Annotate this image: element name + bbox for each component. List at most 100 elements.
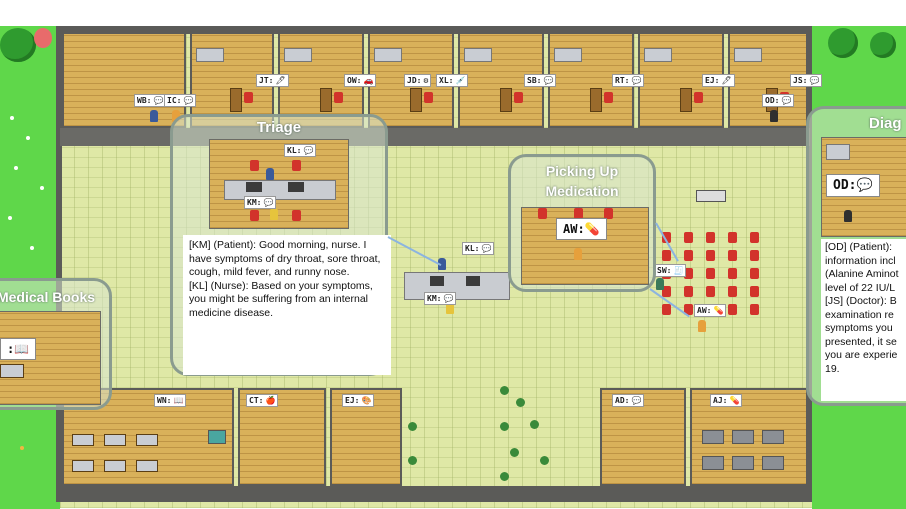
agent-sprite bbox=[150, 110, 158, 122]
desk bbox=[72, 434, 94, 446]
waiting-chair bbox=[706, 250, 715, 261]
chair bbox=[514, 92, 523, 103]
dialogue-line: [JS] (Doctor): B bbox=[825, 295, 897, 307]
tree bbox=[0, 28, 36, 62]
bed bbox=[284, 48, 312, 62]
flower bbox=[14, 166, 18, 170]
desk bbox=[136, 434, 158, 446]
chair bbox=[604, 208, 613, 219]
waiting-chair bbox=[728, 250, 737, 261]
monitor bbox=[430, 276, 444, 286]
medication-panel: Picking Up Medication AW:💊 bbox=[508, 154, 656, 292]
apple-icon: 🍎 bbox=[265, 396, 276, 405]
agent-sprite bbox=[446, 302, 454, 314]
agent-tag-aw-hall: AW:💊 bbox=[694, 304, 727, 317]
agent-tag-jd: JD:⚙ bbox=[404, 74, 432, 87]
bed bbox=[554, 48, 582, 62]
monitor bbox=[466, 276, 480, 286]
bottom-wall bbox=[56, 486, 808, 502]
chair bbox=[334, 92, 343, 103]
chair bbox=[292, 210, 301, 221]
agent-sprite bbox=[770, 110, 778, 122]
agent-tag-aj: AJ:💊 bbox=[710, 394, 743, 407]
left-wall bbox=[56, 26, 62, 502]
speech-bubble-icon: 💬 bbox=[481, 244, 492, 253]
agent-tag-ct: CT:🍎 bbox=[246, 394, 279, 407]
shelf bbox=[762, 430, 784, 444]
speech-bubble-icon: 💬 bbox=[303, 146, 314, 155]
agent-tag-js: JS:💬 bbox=[790, 74, 823, 87]
waiting-chair bbox=[662, 232, 671, 243]
waiting-chair bbox=[706, 232, 715, 243]
triage-dialogue: [KM] (Patient): Good morning, nurse. I h… bbox=[183, 235, 391, 375]
agent-tag-ad: AD:💬 bbox=[612, 394, 645, 407]
waiting-chair bbox=[684, 268, 693, 279]
flower bbox=[10, 116, 14, 120]
dialogue-line: information incl bbox=[825, 254, 896, 267]
shelf bbox=[762, 456, 784, 470]
agent-tag-xl: XL:💉 bbox=[436, 74, 469, 87]
triage-scene: KL:💬 KM:💬 bbox=[209, 139, 349, 229]
bed bbox=[826, 144, 850, 160]
shelf bbox=[702, 430, 724, 444]
waiting-chair bbox=[684, 232, 693, 243]
car-icon: 🚗 bbox=[363, 76, 374, 85]
waiting-chair bbox=[728, 304, 737, 315]
pill-icon: 💊 bbox=[584, 222, 600, 236]
speech-bubble-icon: 💬 bbox=[543, 76, 554, 85]
triage-tag-km: KM:💬 bbox=[244, 196, 277, 209]
agent-tag-od-top: OD:💬 bbox=[762, 94, 795, 107]
triage-counter bbox=[224, 180, 336, 200]
potted-plant bbox=[516, 398, 525, 407]
agent-tag-jt: JT:🖊 bbox=[256, 74, 289, 87]
waiting-chair bbox=[750, 304, 759, 315]
waiting-chair bbox=[684, 286, 693, 297]
speech-bubble-icon: 💬 bbox=[153, 96, 164, 105]
desk bbox=[136, 460, 158, 472]
syringe-icon: 💉 bbox=[455, 76, 466, 85]
agent-sprite bbox=[172, 110, 180, 122]
books-tag: :📖 bbox=[0, 338, 37, 360]
diagnosis-panel: Diag OD:💬 [OD] (Patient): information in… bbox=[806, 106, 906, 406]
desk bbox=[680, 88, 692, 112]
desk bbox=[410, 88, 422, 112]
diagnosis-scene: OD:💬 bbox=[821, 137, 906, 237]
shelf bbox=[702, 456, 724, 470]
waiting-chair bbox=[662, 250, 671, 261]
gear-icon: ⚙ bbox=[423, 76, 429, 85]
dialogue-line: (Alanine Aminot bbox=[825, 268, 899, 280]
pen-icon: 🖊 bbox=[275, 76, 286, 85]
agent-sprite bbox=[844, 210, 852, 222]
flower bbox=[26, 136, 30, 140]
desk bbox=[230, 88, 242, 112]
pharmacy-sign bbox=[696, 190, 726, 202]
panel-title: Triage bbox=[256, 119, 302, 136]
agent-tag-ow: OW:🚗 bbox=[344, 74, 377, 87]
desk bbox=[104, 460, 126, 472]
potted-plant bbox=[408, 422, 417, 431]
potted-plant bbox=[500, 386, 509, 395]
medical-books-panel: Medical Books :📖 bbox=[0, 278, 112, 410]
desk bbox=[500, 88, 512, 112]
agent-sprite bbox=[266, 168, 274, 180]
potted-plant bbox=[510, 448, 519, 457]
agent-tag-sb: SB:💬 bbox=[524, 74, 557, 87]
room-wb bbox=[62, 32, 186, 128]
flower bbox=[30, 246, 34, 250]
waiting-chair bbox=[750, 232, 759, 243]
panel-title-line: Medication bbox=[545, 183, 619, 199]
speech-bubble-icon: 💬 bbox=[781, 96, 792, 105]
medication-tag-aw: AW:💊 bbox=[556, 218, 607, 240]
pen-icon: 🖊 bbox=[721, 76, 732, 85]
agent-sprite bbox=[438, 258, 446, 270]
desk bbox=[104, 434, 126, 446]
potted-plant bbox=[530, 420, 539, 429]
monitor bbox=[246, 182, 262, 192]
rug bbox=[208, 430, 226, 444]
agent-tag-ic: IC:💬 bbox=[164, 94, 197, 107]
waiting-chair bbox=[728, 232, 737, 243]
waiting-chair bbox=[706, 286, 715, 297]
diagnosis-tag-od: OD:💬 bbox=[826, 174, 880, 197]
speech-bubble-icon: 💬 bbox=[631, 76, 642, 85]
agent-tag-ej-top: EJ:🖊 bbox=[702, 74, 735, 87]
